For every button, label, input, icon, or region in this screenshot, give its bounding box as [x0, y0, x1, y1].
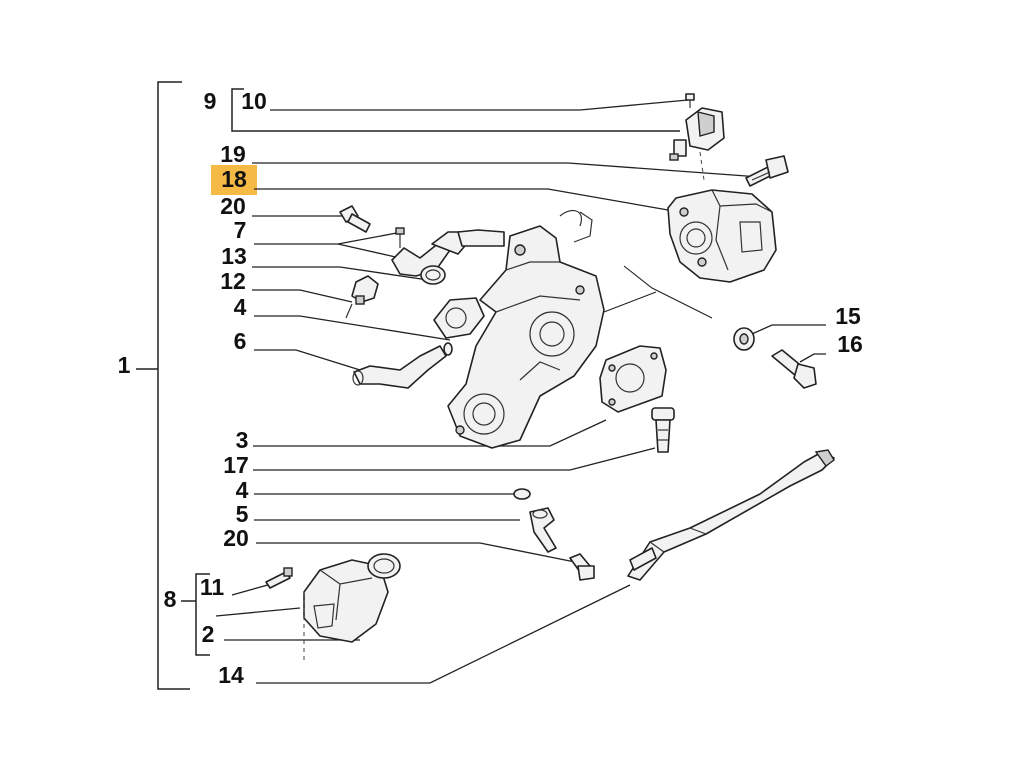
bracket-9: [231, 88, 680, 132]
callout-8: 8: [164, 586, 177, 612]
o-ring-13: [420, 265, 446, 285]
highlight-box-18: [211, 165, 257, 195]
temp-sensor-12: [345, 275, 379, 319]
egr-valve-18: [667, 189, 777, 283]
bolt-19: [745, 155, 789, 187]
callout-11: 11: [200, 574, 225, 600]
main-housing-3: [433, 209, 605, 449]
callout-labels: 1 9 10 19 18 20 7 13 12 4 6 3 17 4 5 20 …: [118, 88, 863, 688]
callout-1: 1: [118, 352, 131, 378]
bracket-8: [181, 573, 210, 656]
callout-12: 12: [220, 268, 246, 294]
callout-18: 18: [221, 166, 247, 192]
o-ring-4: [513, 488, 531, 500]
bolt-11: [265, 567, 293, 589]
hose-fitting-7: [391, 227, 505, 277]
callout-16: 16: [837, 331, 863, 357]
callout-9: 9: [204, 88, 217, 114]
callout-13: 13: [221, 243, 247, 269]
callout-2: 2: [202, 621, 215, 647]
bolt-17: [651, 407, 675, 453]
callout-19: 19: [220, 141, 246, 167]
leader-lines: [215, 99, 826, 684]
sensor-actuator-10: [669, 93, 725, 181]
bolt-16: [771, 349, 817, 389]
bolt-20-upper: [339, 205, 371, 233]
callout-20-lower: 20: [223, 525, 249, 551]
callout-5: 5: [236, 501, 249, 527]
callout-20-upper: 20: [220, 193, 246, 219]
callout-15: 15: [835, 303, 861, 329]
nut-15: [733, 327, 755, 351]
callout-10: 10: [241, 88, 267, 114]
callout-4-upper: 4: [234, 294, 247, 320]
pipe-assembly-14: [627, 449, 835, 581]
callout-14: 14: [218, 662, 244, 688]
callout-3: 3: [236, 427, 249, 453]
callout-6: 6: [234, 328, 247, 354]
callout-4-lower: 4: [236, 477, 249, 503]
assembly-bracket-1: [136, 81, 190, 690]
gasket: [599, 345, 667, 413]
callout-7: 7: [234, 217, 247, 243]
bolt-20-lower: [569, 553, 595, 581]
thermostat-housing-2: [303, 553, 401, 660]
fitting-5: [529, 507, 557, 553]
callout-17: 17: [223, 452, 249, 478]
coolant-pipe-6: [352, 342, 453, 389]
